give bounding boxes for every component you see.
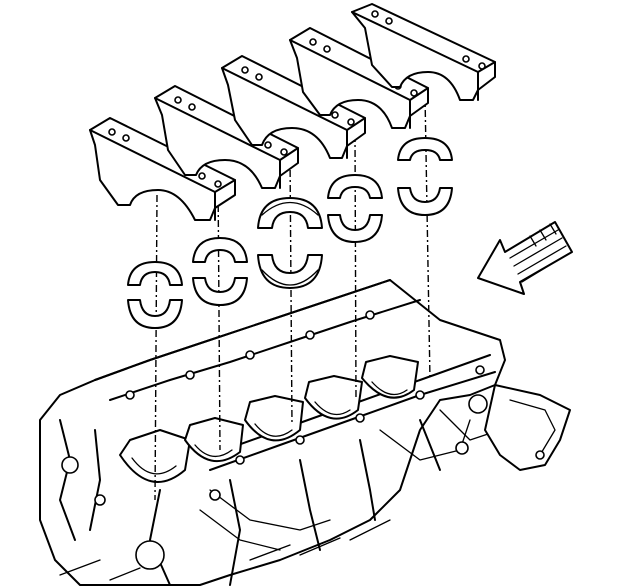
bearing-shell-pair-3: [257, 197, 323, 289]
main-bearing-cap-5: [351, 3, 496, 101]
bearing-shell-pair-2: [192, 237, 248, 306]
bearing-shell-pair-5: [397, 137, 453, 216]
engine-block: [39, 279, 571, 586]
bearing-shells: [127, 137, 453, 329]
arrow-icon: [477, 221, 573, 295]
main-bearing-cap-4: [289, 27, 429, 129]
main-bearing-caps: [89, 3, 496, 221]
bearing-shell-pair-4: [327, 174, 383, 243]
main-bearing-cap-3: [221, 55, 366, 159]
main-bearing-cap-1: [89, 117, 236, 221]
main-bearing-cap-2: [154, 85, 299, 189]
bearing-shell-pair-1: [127, 261, 183, 329]
bearing-saddles: [119, 355, 419, 483]
